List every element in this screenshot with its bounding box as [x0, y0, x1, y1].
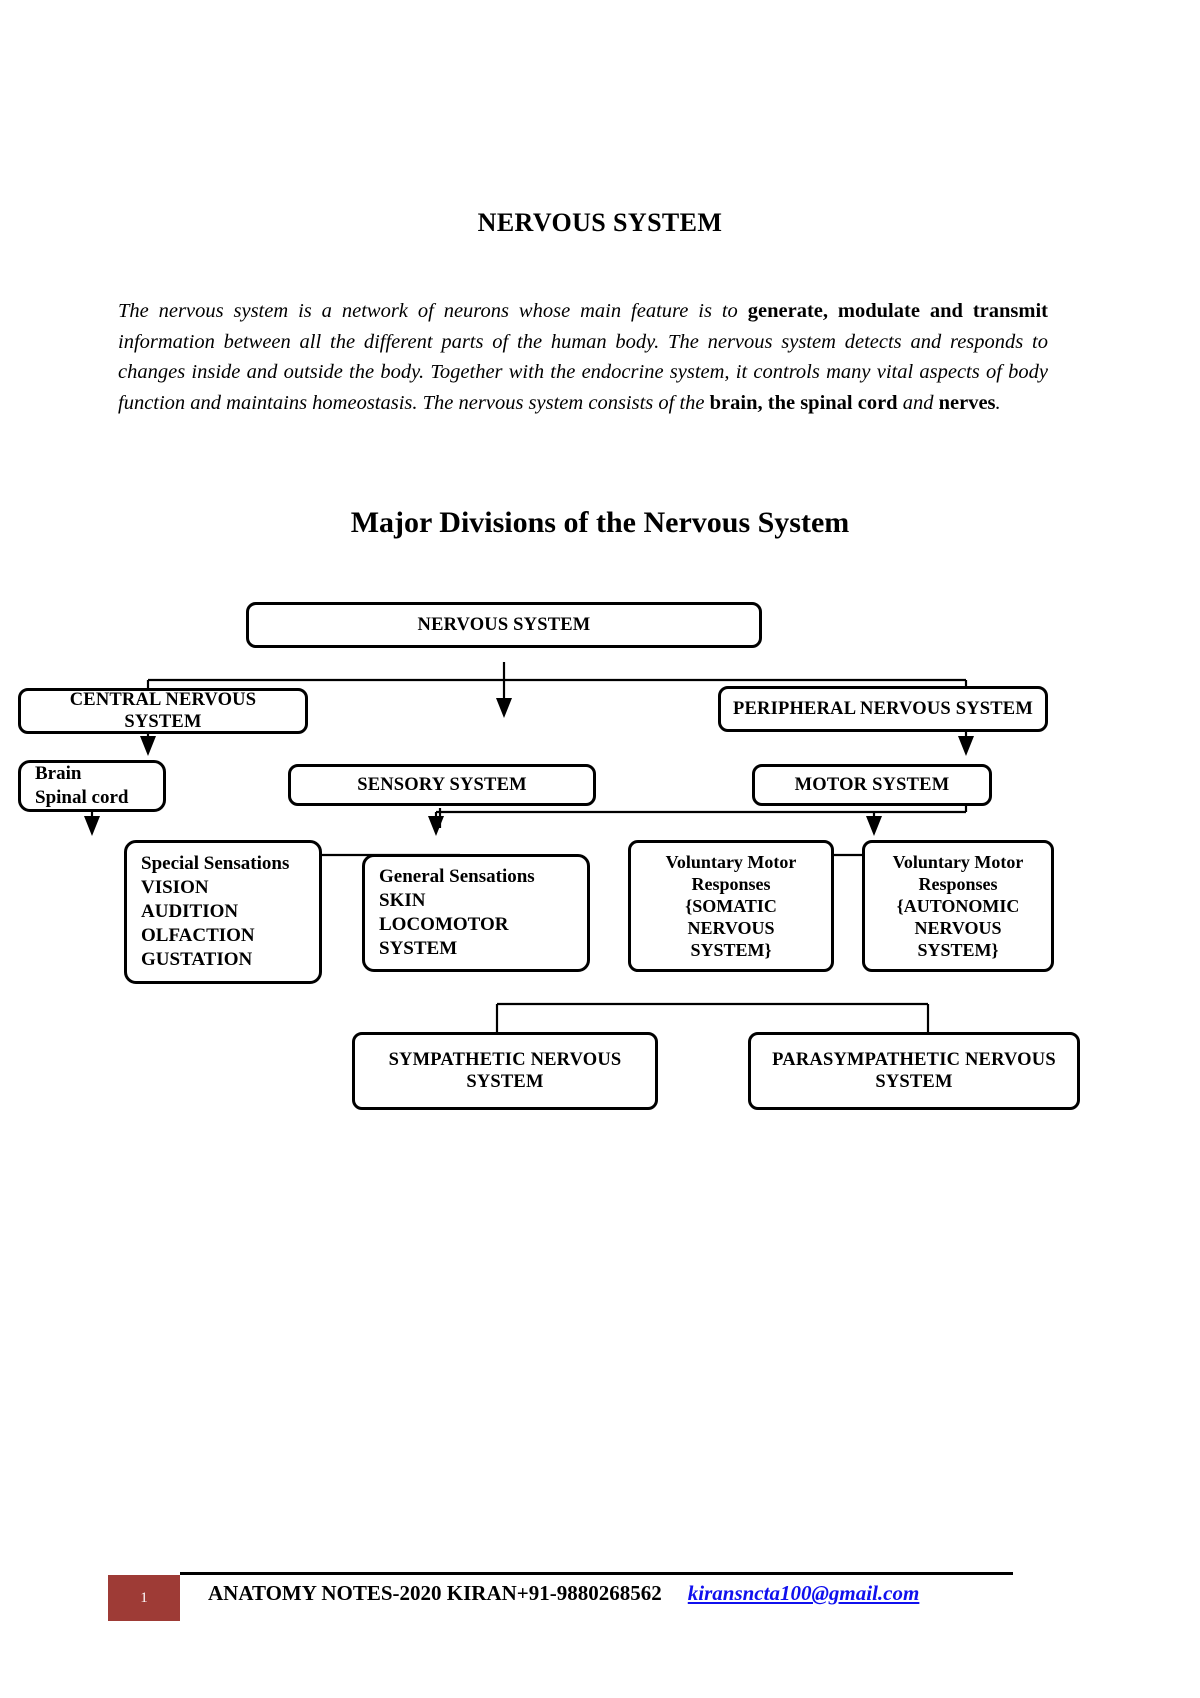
node-label: SENSORY SYSTEM: [357, 775, 527, 795]
node-line: OLFACTION: [141, 925, 255, 946]
node-line: General Sensations: [379, 866, 535, 887]
node-sympathetic-nervous-system[interactable]: SYMPATHETIC NERVOUS SYSTEM: [352, 1032, 658, 1110]
intro-bold-3: nerves: [938, 391, 996, 414]
intro-seg-3: and: [897, 391, 939, 414]
node-lines: SYMPATHETIC NERVOUS SYSTEM: [363, 1049, 647, 1093]
node-lines: Special Sensations VISION AUDITION OLFAC…: [141, 852, 311, 972]
node-label: NERVOUS SYSTEM: [417, 615, 591, 635]
node-line: NERVOUS: [687, 918, 775, 938]
node-line: SYSTEM}: [917, 940, 999, 960]
node-lines: Brain Spinal cord: [35, 762, 155, 810]
node-line: Spinal cord: [35, 787, 129, 808]
node-nervous-system[interactable]: NERVOUS SYSTEM: [246, 602, 762, 648]
node-line: {AUTONOMIC: [896, 896, 1020, 916]
node-line: Voluntary Motor: [892, 852, 1024, 872]
node-peripheral-nervous-system[interactable]: PERIPHERAL NERVOUS SYSTEM: [718, 686, 1048, 732]
node-lines: Voluntary Motor Responses {SOMATIC NERVO…: [639, 851, 823, 961]
node-autonomic-nervous-system[interactable]: Voluntary Motor Responses {AUTONOMIC NER…: [862, 840, 1054, 972]
intro-bold-2: brain, the spinal cord: [709, 391, 898, 414]
node-motor-system[interactable]: MOTOR SYSTEM: [752, 764, 992, 806]
node-line: Voluntary Motor: [665, 852, 797, 872]
intro-seg-2: information between all the different pa…: [118, 330, 1048, 414]
node-general-sensations[interactable]: General Sensations SKIN LOCOMOTOR SYSTEM: [362, 854, 590, 972]
node-label: CENTRAL NERVOUS SYSTEM: [69, 690, 257, 732]
node-line: LOCOMOTOR SYSTEM: [379, 914, 509, 959]
node-cns-parts[interactable]: Brain Spinal cord: [18, 760, 166, 812]
node-line: Brain: [35, 763, 82, 784]
node-line: SKIN: [379, 890, 426, 911]
node-line: Responses: [691, 874, 771, 894]
node-lines: General Sensations SKIN LOCOMOTOR SYSTEM: [379, 865, 579, 961]
footer-note: ANATOMY NOTES-2020 KIRAN+91-9880268562 ki…: [208, 1581, 919, 1606]
node-line: SYSTEM: [875, 1072, 953, 1092]
node-line: SYSTEM: [466, 1072, 544, 1092]
page-number-badge: 1: [108, 1575, 180, 1621]
node-line: Special Sensations: [141, 853, 290, 874]
node-sensory-system[interactable]: SENSORY SYSTEM: [288, 764, 596, 806]
node-central-nervous-system[interactable]: CENTRAL NERVOUS SYSTEM: [18, 688, 308, 734]
intro-paragraph: The nervous system is a network of neuro…: [118, 296, 1048, 418]
node-lines: Voluntary Motor Responses {AUTONOMIC NER…: [873, 851, 1043, 961]
node-line: SYMPATHETIC NERVOUS: [388, 1050, 622, 1070]
node-special-sensations[interactable]: Special Sensations VISION AUDITION OLFAC…: [124, 840, 322, 984]
intro-bold-1: generate, modulate and transmit: [747, 300, 1048, 322]
node-line: SYSTEM}: [690, 940, 772, 960]
node-line: VISION: [141, 877, 209, 898]
node-lines: PARASYMPATHETIC NERVOUS SYSTEM: [759, 1049, 1069, 1093]
node-line: NERVOUS: [914, 918, 1002, 938]
page-title: NERVOUS SYSTEM: [477, 208, 723, 237]
node-line: {SOMATIC: [685, 896, 777, 916]
node-somatic-nervous-system[interactable]: Voluntary Motor Responses {SOMATIC NERVO…: [628, 840, 834, 972]
intro-seg-1: The nervous system is a network of neuro…: [118, 300, 748, 322]
node-line: AUDITION: [141, 901, 239, 922]
node-line: Responses: [918, 874, 998, 894]
node-label: PERIPHERAL NERVOUS SYSTEM: [732, 699, 1034, 719]
node-line: PARASYMPATHETIC NERVOUS: [772, 1050, 1056, 1070]
footer-note-text: ANATOMY NOTES-2020 KIRAN+91-9880268562: [208, 1581, 662, 1605]
intro-seg-4: .: [995, 391, 1001, 414]
node-label: MOTOR SYSTEM: [794, 775, 950, 795]
footer-divider: [180, 1572, 1013, 1575]
footer-email-link[interactable]: kiransncta100@gmail.com: [687, 1581, 920, 1605]
node-line: GUSTATION: [141, 949, 253, 970]
node-parasympathetic-nervous-system[interactable]: PARASYMPATHETIC NERVOUS SYSTEM: [748, 1032, 1080, 1110]
section-heading: Major Divisions of the Nervous System: [350, 506, 850, 539]
